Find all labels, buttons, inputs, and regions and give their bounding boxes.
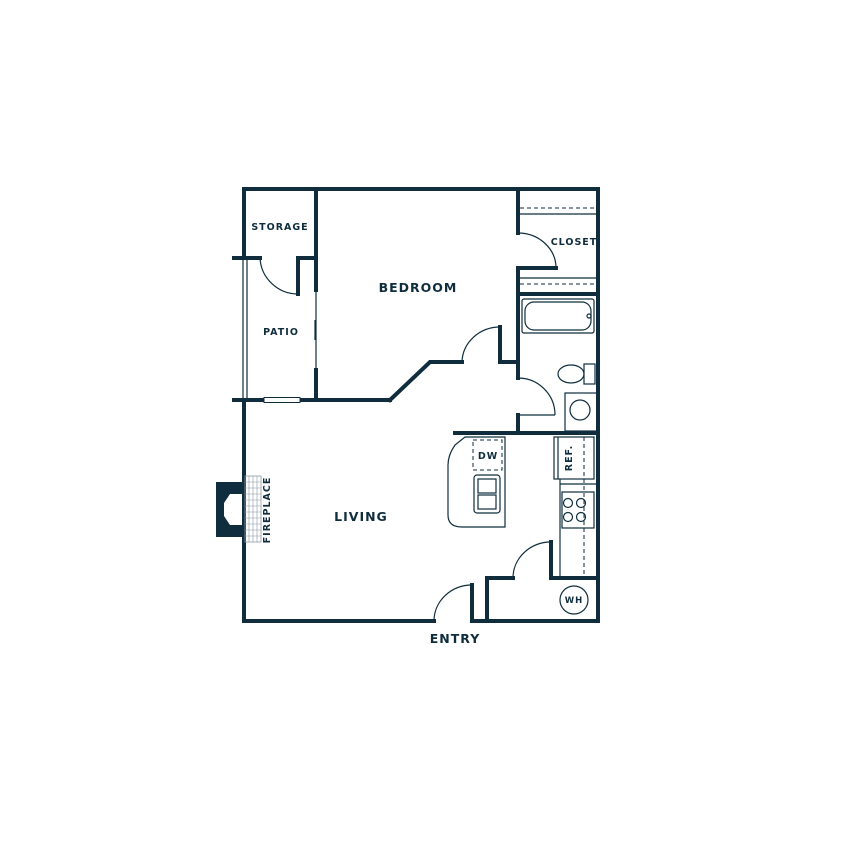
stove bbox=[561, 491, 595, 529]
kitchen-fixtures bbox=[447, 436, 598, 615]
vanity bbox=[564, 392, 598, 432]
patio-rail bbox=[242, 258, 317, 403]
sink-basin bbox=[569, 399, 591, 421]
toilet-tank bbox=[583, 363, 596, 385]
refrigerator bbox=[553, 436, 595, 480]
kitchen-island bbox=[447, 436, 506, 528]
dishwasher bbox=[472, 439, 503, 471]
label-dishwasher: DW bbox=[478, 451, 498, 462]
faucet-icon bbox=[586, 313, 592, 319]
doors bbox=[259, 232, 557, 622]
label-storage: STORAGE bbox=[251, 222, 308, 233]
label-refrigerator: REF. bbox=[564, 445, 575, 472]
water-heater bbox=[559, 585, 589, 615]
closet-shelves bbox=[520, 207, 596, 285]
bathtub bbox=[524, 301, 592, 331]
label-patio: PATIO bbox=[263, 327, 299, 338]
kitchen-sink bbox=[473, 474, 501, 514]
bathroom-fixtures bbox=[521, 298, 598, 432]
label-water-heater: WH bbox=[565, 596, 584, 606]
label-fireplace: FIREPLACE bbox=[262, 477, 273, 544]
label-living: LIVING bbox=[334, 509, 388, 524]
room-labels: STORAGE BEDROOM CLOSET PATIO LIVING FIRE… bbox=[251, 222, 598, 646]
label-entry: ENTRY bbox=[430, 631, 481, 646]
fireplace bbox=[216, 475, 262, 543]
label-closet: CLOSET bbox=[551, 237, 598, 248]
label-bedroom: BEDROOM bbox=[379, 280, 458, 295]
walls bbox=[232, 187, 600, 623]
toilet-bowl bbox=[557, 364, 585, 384]
